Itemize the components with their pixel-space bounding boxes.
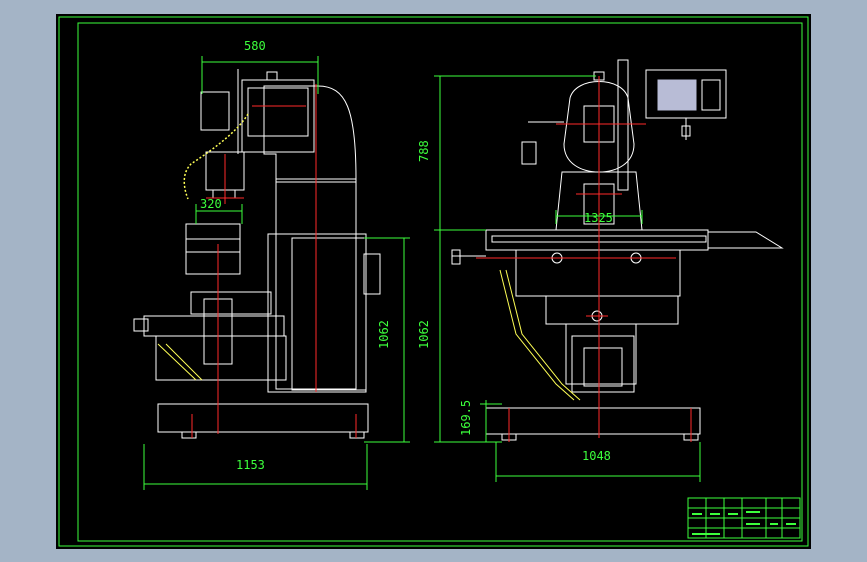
side-dimensions bbox=[143, 56, 410, 490]
side-ram-arch bbox=[263, 85, 357, 183]
front-table-ext bbox=[707, 231, 784, 249]
side-foot-right bbox=[349, 431, 365, 439]
front-dimensions bbox=[434, 75, 701, 482]
side-view bbox=[133, 69, 381, 439]
side-knee-top bbox=[185, 223, 241, 275]
front-knee bbox=[545, 295, 679, 325]
side-table bbox=[143, 315, 285, 337]
side-foot-left bbox=[181, 431, 197, 439]
side-crank bbox=[133, 318, 149, 332]
front-head-inner bbox=[583, 105, 615, 143]
dim-lower-height: 1062 bbox=[417, 320, 431, 349]
drawing-svg: 580 320 1062 1153 bbox=[58, 16, 809, 547]
inner-frame bbox=[77, 22, 803, 542]
side-rod-cap bbox=[266, 71, 278, 81]
front-base bbox=[485, 407, 701, 435]
controller-keypad bbox=[701, 79, 721, 111]
side-small-box bbox=[200, 91, 230, 131]
outer-frame bbox=[58, 16, 809, 547]
side-motor-inner bbox=[247, 87, 309, 137]
dim-table-travel: 1325 bbox=[584, 211, 613, 225]
side-saddle bbox=[190, 291, 272, 315]
front-hatch bbox=[499, 269, 581, 401]
dim-base-width: 1048 bbox=[582, 449, 611, 463]
front-knee-lower bbox=[565, 323, 637, 385]
dim-base-height: 169.5 bbox=[459, 400, 473, 436]
front-centerlines bbox=[476, 76, 692, 442]
side-lower-column bbox=[267, 233, 367, 393]
side-base bbox=[157, 403, 369, 433]
front-lamp bbox=[521, 141, 537, 165]
side-cable bbox=[183, 113, 249, 200]
front-cable-chain bbox=[617, 59, 629, 191]
front-pedestal bbox=[571, 335, 635, 393]
drawing-sheet: 580 320 1062 1153 bbox=[56, 14, 811, 549]
side-hatch bbox=[157, 343, 203, 381]
front-head bbox=[563, 81, 635, 173]
front-view bbox=[451, 59, 784, 441]
side-knee bbox=[155, 335, 287, 381]
side-centerlines bbox=[191, 84, 357, 438]
title-block bbox=[687, 497, 801, 539]
side-motor bbox=[241, 79, 315, 153]
dim-top-width: 580 bbox=[244, 39, 266, 53]
dim-side-height: 1062 bbox=[377, 320, 391, 349]
controller-arm bbox=[681, 125, 691, 137]
side-lower-panel bbox=[291, 237, 367, 391]
front-handwheel bbox=[451, 249, 461, 265]
dim-quill-width: 320 bbox=[200, 197, 222, 211]
controller-screen bbox=[657, 79, 697, 111]
front-pedestal-inner bbox=[583, 347, 623, 387]
front-saddle bbox=[515, 249, 681, 297]
dim-side-length: 1153 bbox=[236, 458, 265, 472]
front-table bbox=[485, 229, 709, 251]
front-controller bbox=[645, 69, 727, 140]
dim-upper-height: 788 bbox=[417, 140, 431, 162]
side-switch bbox=[363, 253, 381, 295]
